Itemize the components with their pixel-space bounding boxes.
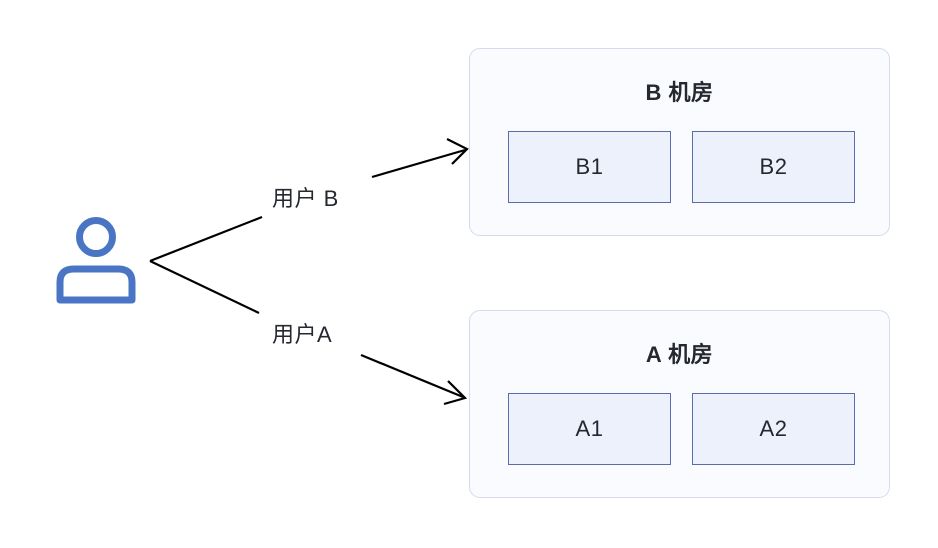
- room-a-node-row: A1 A2: [508, 393, 855, 465]
- edge-to-room-a-segment-2: [360, 353, 464, 399]
- room-b-container[interactable]: B 机房 B1 B2: [469, 48, 890, 236]
- room-b-node-row: B1 B2: [508, 131, 855, 203]
- room-a-title: A 机房: [645, 342, 714, 367]
- node-b2[interactable]: B2: [692, 131, 855, 203]
- edge-label-user-a: 用户A: [272, 322, 333, 347]
- edge-to-room-b-arrowhead-icon: [446, 138, 469, 165]
- edge-to-room-b-segment-2: [371, 148, 466, 179]
- edge-to-room-a-segment-1: [149, 260, 260, 314]
- room-a-container[interactable]: A 机房 A1 A2: [469, 310, 890, 498]
- user-icon: [56, 217, 136, 304]
- node-a1[interactable]: A1: [508, 393, 671, 465]
- room-b-title: B 机房: [645, 80, 714, 105]
- edge-to-room-a-arrowhead-icon: [443, 380, 468, 406]
- node-a2[interactable]: A2: [692, 393, 855, 465]
- user-actor: [52, 212, 142, 307]
- node-b1[interactable]: B1: [508, 131, 671, 203]
- edge-label-user-b: 用户 B: [272, 186, 339, 211]
- edge-to-room-b-segment-1: [149, 215, 263, 263]
